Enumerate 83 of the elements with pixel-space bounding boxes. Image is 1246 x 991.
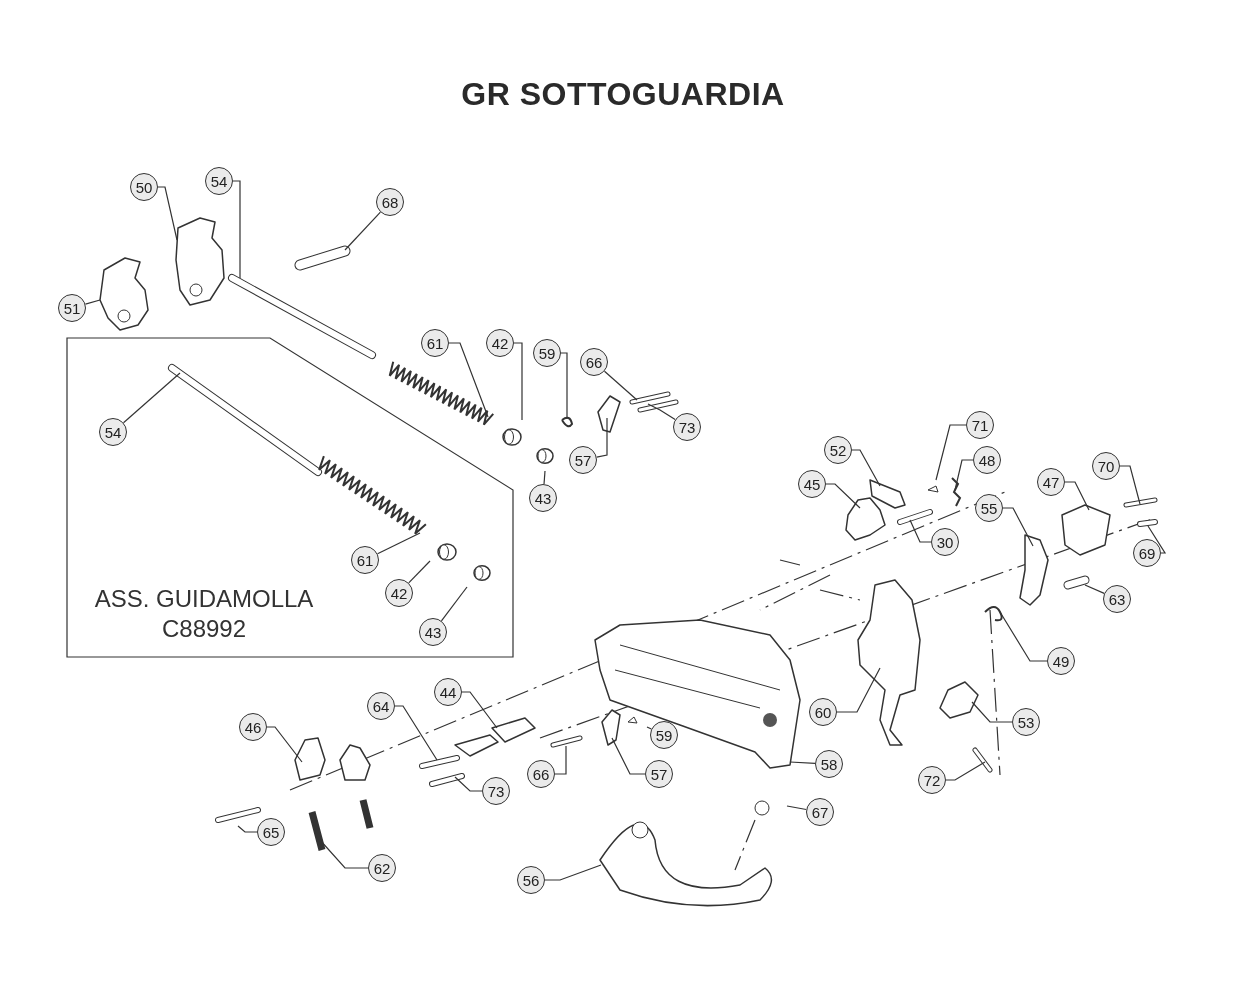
callout-number: 44 [434,678,462,706]
leader-line [394,705,438,761]
callout-number: 59 [650,721,678,749]
callout-number: 69 [1133,539,1161,567]
leader-line [999,611,1048,662]
leader-line [544,864,602,881]
callout-number: 46 [239,713,267,741]
callout-number: 53 [1012,708,1040,736]
callout-number: 60 [809,698,837,726]
callout-number: 61 [421,329,449,357]
leader-line [825,483,861,509]
leader-line [157,186,178,241]
callout-number: 43 [529,484,557,512]
callout-number: 52 [824,436,852,464]
callout-number: 66 [580,348,608,376]
callout-number: 58 [815,750,843,778]
leader-line [971,701,1013,723]
callout-number: 71 [966,411,994,439]
callout-number: 61 [351,546,379,574]
callout-number: 63 [1103,585,1131,613]
callout-number: 59 [533,339,561,367]
leader-line [560,352,568,420]
leader-line [554,745,567,775]
leader-line [786,805,807,811]
leader-line [1119,465,1141,505]
callout-number: 30 [931,528,959,556]
callout-number: 67 [806,798,834,826]
leader-line [84,299,101,305]
callout-number: 47 [1037,468,1065,496]
callout-number: 73 [482,777,510,805]
leader-line [935,424,967,481]
callout-number: 65 [257,818,285,846]
callout-number: 51 [58,294,86,322]
callout-number: 55 [975,494,1003,522]
callout-number: 56 [517,866,545,894]
leader-line [543,470,546,485]
leader-line [454,776,483,792]
leader-line [603,370,638,401]
leader-line [122,372,181,424]
leader-line [1064,481,1090,511]
leader-line [440,586,468,622]
callout-number: 42 [486,329,514,357]
leader-line [266,726,303,763]
leader-line [611,737,646,775]
leader-line [596,417,608,458]
leader-line [1147,525,1167,554]
leader-line [945,761,986,781]
callout-number: 73 [673,413,701,441]
callout-number: 49 [1047,647,1075,675]
callout-number: 68 [376,188,404,216]
callout-number: 54 [99,418,127,446]
leader-line [408,560,431,584]
leader-line [513,342,523,421]
leader-line [1084,584,1105,594]
leader-line [344,211,382,251]
callout-number: 66 [527,760,555,788]
leader-line [448,342,489,418]
callout-number: 62 [368,854,396,882]
leader-line [232,180,241,279]
leader-line [1002,507,1034,547]
leader-line [851,449,881,487]
leader-line [789,761,816,764]
leader-line [836,667,881,713]
callout-number: 57 [645,760,673,788]
callout-number: 57 [569,446,597,474]
callout-number: 70 [1092,452,1120,480]
callout-number: 72 [918,766,946,794]
callout-number: 45 [798,470,826,498]
leader-line [647,403,676,421]
title: GR SOTTOGUARDIA [461,76,785,113]
leader-line [376,532,421,555]
leader-line [237,825,258,833]
leader-line [909,519,932,543]
leader-line [461,691,498,729]
leader-line [954,459,974,491]
callout-number: 48 [973,446,1001,474]
callout-number: 50 [130,173,158,201]
leader-line [646,726,652,730]
callout-number: 64 [367,692,395,720]
callout-number: 43 [419,618,447,646]
panel-caption: ASS. GUIDAMOLLA C88992 [93,584,315,644]
callout-number: 54 [205,167,233,195]
callout-number: 42 [385,579,413,607]
